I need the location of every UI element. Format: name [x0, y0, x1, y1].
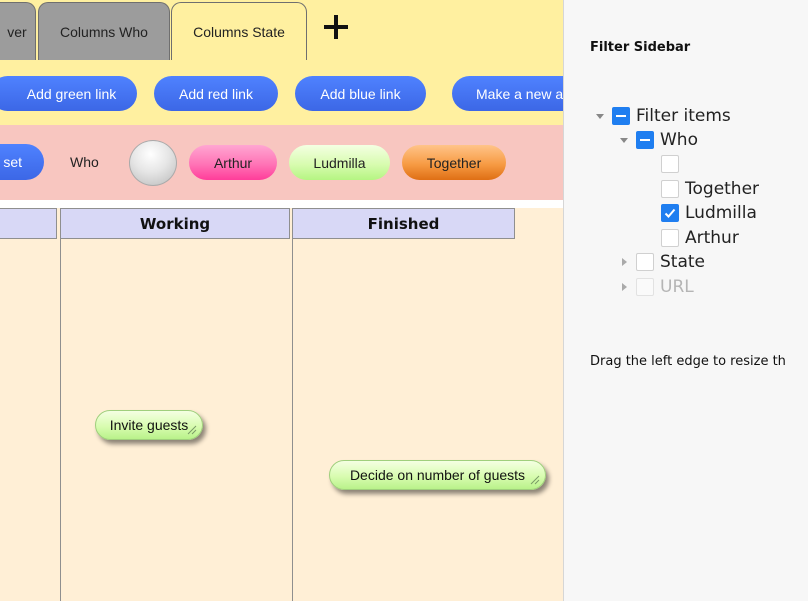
- minus-icon: [640, 139, 650, 141]
- who-label: Who: [70, 154, 99, 170]
- tree-label: Who: [660, 130, 698, 150]
- column-header-working: Working: [60, 208, 290, 239]
- button-label: Add red link: [179, 85, 253, 102]
- tree-row-state[interactable]: State: [620, 250, 705, 274]
- resize-grip-icon[interactable]: [185, 423, 197, 435]
- tree-row-who-empty[interactable]: [661, 152, 685, 176]
- minus-icon: [616, 115, 626, 117]
- tree-label: Arthur: [685, 228, 739, 248]
- tree-row-ludmilla[interactable]: Ludmilla: [661, 201, 757, 225]
- button-label: Make a new a: [476, 85, 563, 102]
- pill-label: Arthur: [213, 154, 253, 171]
- add-blue-link-button[interactable]: Add blue link: [295, 76, 426, 111]
- checkbox-together[interactable]: [661, 180, 679, 198]
- button-label: Add green link: [26, 85, 117, 102]
- caret-right-icon[interactable]: [622, 258, 627, 266]
- add-tab-button[interactable]: [320, 8, 352, 46]
- add-green-link-button[interactable]: Add green link: [0, 76, 137, 111]
- task-card-invite-guests[interactable]: Invite guests: [95, 410, 203, 440]
- checkbox-filter-items[interactable]: [612, 107, 630, 125]
- make-new-button[interactable]: Make a new a: [452, 76, 563, 111]
- card-label: Decide on number of guests: [349, 467, 526, 483]
- reset-button[interactable]: set: [0, 144, 44, 180]
- tab-bar: ver Columns Who Columns State: [0, 0, 563, 60]
- tree-row-filter-items[interactable]: Filter items: [596, 104, 731, 128]
- plus-icon: [324, 15, 348, 39]
- tab-label: ver: [7, 23, 27, 40]
- card-label: Invite guests: [109, 417, 189, 433]
- checkbox-state[interactable]: [636, 253, 654, 271]
- pill-label: Ludmilla: [313, 154, 366, 171]
- button-label: Add blue link: [320, 85, 401, 102]
- column-gap: [0, 200, 563, 208]
- board-area: ver Columns Who Columns State Add green …: [0, 0, 563, 601]
- link-toolbar: Add green link Add red link Add blue lin…: [0, 60, 563, 125]
- sidebar-title: Filter Sidebar: [590, 40, 691, 55]
- checkbox-url[interactable]: [636, 278, 654, 296]
- person-pill-together[interactable]: Together: [402, 145, 506, 180]
- column-divider: [292, 239, 293, 601]
- tab-columns-state[interactable]: Columns State: [171, 2, 307, 60]
- tree-row-arthur[interactable]: Arthur: [661, 226, 739, 250]
- tree-label: Ludmilla: [685, 203, 757, 223]
- pill-label: Together: [426, 154, 482, 171]
- tree-label: State: [660, 252, 705, 272]
- no-person-circle[interactable]: [129, 140, 177, 186]
- tree-label: Together: [685, 179, 760, 199]
- tab-columns-who[interactable]: Columns Who: [38, 2, 170, 60]
- checkbox-arthur[interactable]: [661, 229, 679, 247]
- tab-overview[interactable]: ver: [0, 2, 36, 60]
- checkbox-ludmilla[interactable]: [661, 204, 679, 222]
- caret-down-icon[interactable]: [620, 137, 628, 143]
- caret-right-icon[interactable]: [622, 283, 627, 291]
- kanban-columns: Working Finished Invite guests Decide on…: [0, 200, 563, 601]
- resize-grip-icon[interactable]: [528, 473, 540, 485]
- tab-label: Columns State: [193, 23, 285, 40]
- tree-label: Filter items: [636, 106, 731, 126]
- column-header-finished: Finished: [292, 208, 515, 239]
- resize-hint: Drag the left edge to resize th: [590, 354, 786, 369]
- filter-sidebar: Filter Sidebar Filter items Who Together…: [563, 0, 808, 601]
- who-filter-bar: set Who Arthur Ludmilla Together: [0, 125, 563, 200]
- tree-row-who[interactable]: Who: [620, 128, 698, 152]
- person-pill-arthur[interactable]: Arthur: [189, 145, 277, 180]
- checkbox-who-empty[interactable]: [661, 155, 679, 173]
- tree-label: URL: [660, 277, 694, 297]
- tab-label: Columns Who: [60, 23, 148, 40]
- add-red-link-button[interactable]: Add red link: [154, 76, 278, 111]
- tree-row-together[interactable]: Together: [661, 177, 759, 201]
- person-pill-ludmilla[interactable]: Ludmilla: [289, 145, 390, 180]
- check-icon: [664, 208, 676, 218]
- column-header: [0, 208, 57, 239]
- tree-row-url[interactable]: URL: [620, 275, 694, 299]
- caret-down-icon[interactable]: [596, 113, 604, 119]
- task-card-decide-guests[interactable]: Decide on number of guests: [329, 460, 546, 490]
- checkbox-who[interactable]: [636, 131, 654, 149]
- column-divider: [60, 239, 61, 601]
- button-label: set: [3, 154, 22, 170]
